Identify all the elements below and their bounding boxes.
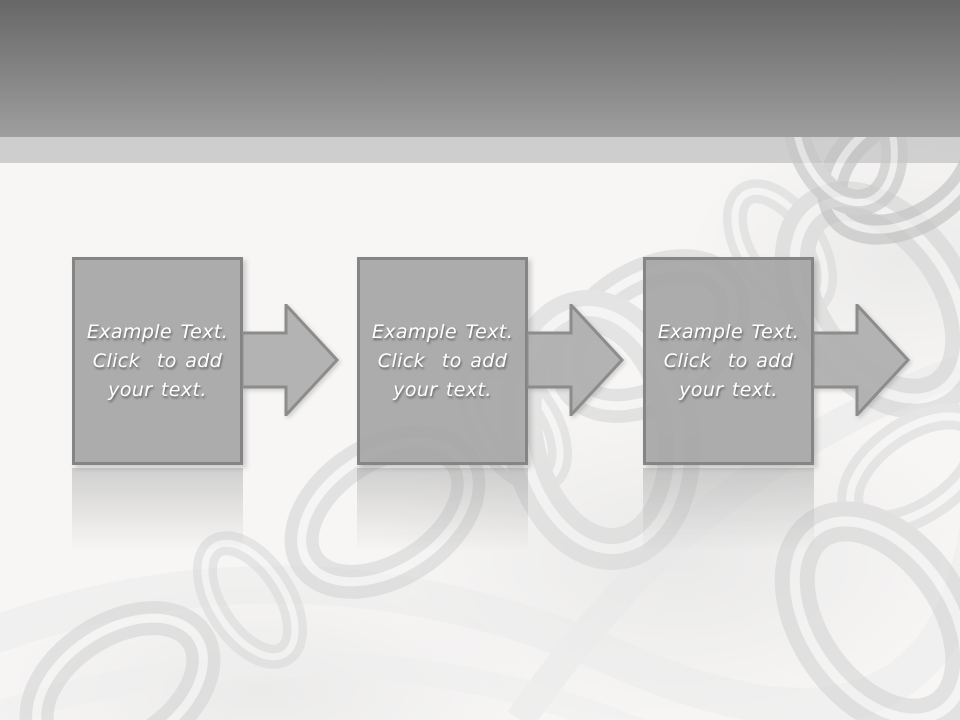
step-text-line: Click to add (92, 349, 223, 372)
step-text-line: your text. (393, 378, 492, 401)
process-step-box-1[interactable]: Example Text. Click to add your text. (72, 257, 243, 465)
step-text-line: Example Text. (86, 320, 229, 343)
step-text-line: Click to add (663, 349, 794, 372)
process-step-box-3[interactable]: Example Text. Click to add your text. (643, 257, 814, 465)
process-arrow-1[interactable] (242, 304, 340, 416)
process-step-box-2[interactable]: Example Text. Click to add your text. (357, 257, 528, 465)
step-reflection (72, 468, 243, 562)
step-text-line: your text. (679, 378, 778, 401)
slide-header (0, 0, 960, 137)
step-text-line: Example Text. (657, 320, 800, 343)
process-arrow-2[interactable] (527, 304, 625, 416)
step-reflection (357, 468, 528, 562)
process-arrow-3[interactable] (813, 304, 911, 416)
step-reflection (643, 468, 814, 562)
step-text-line: Click to add (377, 349, 508, 372)
step-text-line: your text. (108, 378, 207, 401)
step-text-line: Example Text. (371, 320, 514, 343)
